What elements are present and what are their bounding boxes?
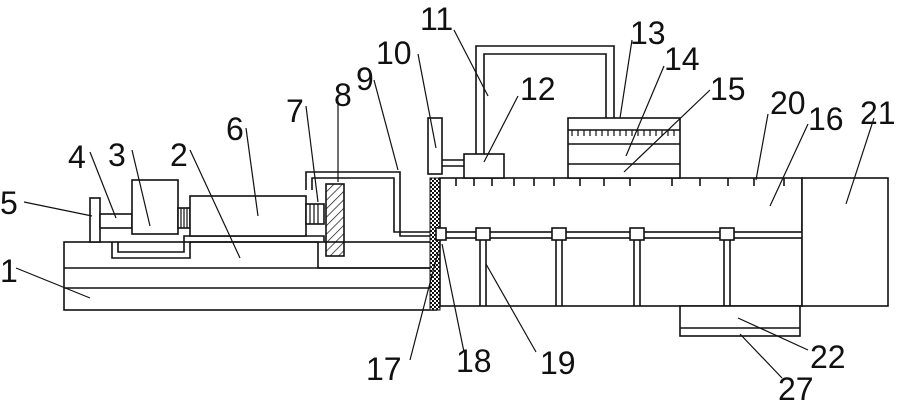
- spring-right: [306, 204, 324, 224]
- label-11: 11: [420, 1, 453, 37]
- pump: [442, 154, 504, 178]
- vertical-block: [428, 118, 442, 174]
- label-17: 17: [366, 351, 402, 387]
- label-13: 13: [630, 15, 666, 51]
- label-1: 1: [0, 253, 18, 289]
- label-21: 21: [860, 95, 896, 131]
- label-22: 22: [810, 339, 846, 375]
- label-19: 19: [540, 345, 576, 381]
- label-3: 3: [108, 137, 126, 173]
- label-4: 4: [68, 139, 86, 175]
- checkered-gate: [430, 178, 440, 310]
- motor: [132, 180, 178, 234]
- label-7: 7: [286, 93, 304, 129]
- label-5: 5: [0, 185, 18, 221]
- push-plate: [326, 184, 344, 256]
- label-18: 18: [456, 343, 492, 379]
- label-8: 8: [334, 77, 352, 113]
- bottom-tray: [680, 306, 800, 336]
- label-10: 10: [376, 35, 412, 71]
- tank: [568, 118, 680, 178]
- main-chamber: [440, 178, 802, 306]
- knob-shaft: [100, 214, 132, 228]
- label-6: 6: [226, 111, 244, 147]
- label-2: 2: [170, 137, 188, 173]
- cylinder-housing: [190, 196, 306, 236]
- label-14: 14: [664, 41, 700, 77]
- side-box: [802, 178, 888, 306]
- label-9: 9: [356, 61, 374, 97]
- spring-left: [178, 208, 190, 228]
- label-15: 15: [710, 71, 746, 107]
- adjust-knob: [90, 198, 100, 242]
- label-20: 20: [770, 85, 806, 121]
- label-27: 27: [778, 371, 814, 403]
- label-12: 12: [520, 71, 556, 107]
- label-16: 16: [808, 101, 844, 137]
